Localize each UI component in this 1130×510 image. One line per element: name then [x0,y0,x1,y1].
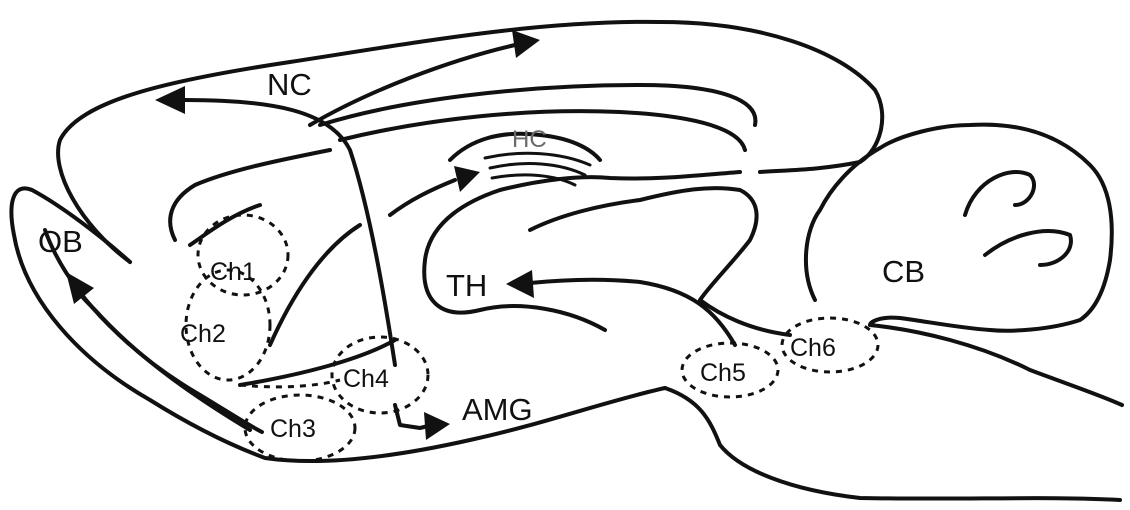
label-amg: AMG [462,392,533,427]
label-ch3: Ch3 [270,415,316,443]
label-nc: NC [267,67,312,102]
amg-arrowhead [424,412,450,440]
nc-arrowhead-right [512,30,540,58]
label-cb: CB [882,254,925,289]
brainstem-upper-contour [870,325,1122,405]
thalamus-contour [424,172,740,330]
brainstem-ventral-contour [665,388,1120,500]
nc-upper-pathway [310,45,515,125]
cerebellum-folia-2 [985,231,1071,265]
label-th: TH [446,268,487,303]
label-ch5: Ch5 [700,359,746,387]
cerebellum-contour [806,125,1112,331]
nc-arrowhead-left [155,86,185,114]
label-ch6: Ch6 [790,334,836,362]
striatum-contour [270,225,360,345]
ob-arrowhead [66,272,94,304]
lateral-ventricle [170,150,330,240]
label-ch1: Ch1 [210,258,256,286]
cerebellum-folia-1 [965,172,1034,215]
amg-pathway [395,405,428,428]
region-labels: NC HC OB TH CB AMG [38,67,925,427]
hippocampus-layer-2 [490,164,585,175]
hc-pathway [390,180,455,215]
label-hc: HC [512,126,547,153]
th-arrowhead [506,270,534,298]
pathways [66,30,735,440]
label-ob: OB [38,224,83,259]
hc-arrowhead [454,166,480,192]
label-ch4: Ch4 [343,365,389,393]
label-ch2: Ch2 [180,320,226,348]
